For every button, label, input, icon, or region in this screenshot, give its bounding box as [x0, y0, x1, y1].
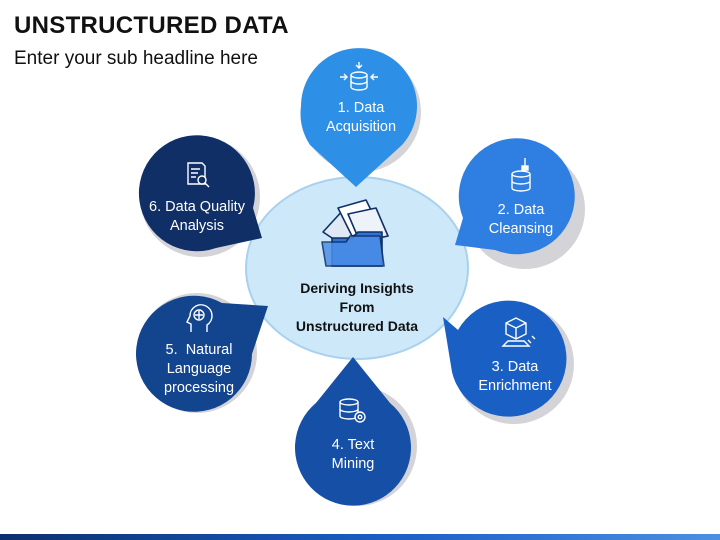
- step-2-label: 2. Data Cleansing: [461, 201, 581, 239]
- step-5-label-line-2: Language: [166, 361, 232, 377]
- step-6-label-line-1: 6. Data Quality: [149, 199, 245, 215]
- bottom-accent-bar: [0, 534, 720, 540]
- step-5-label: 5. Natural Language processing: [139, 341, 259, 398]
- step-2-label-line-1: 2. Data: [497, 202, 545, 218]
- center-label: Deriving Insights From Unstructured Data: [282, 279, 432, 336]
- cube-icon: [501, 317, 536, 347]
- step-5-label-line-1: 5. Natural: [165, 342, 233, 358]
- database-gear-icon: [339, 398, 366, 423]
- database-brush-icon: [511, 158, 531, 192]
- step-3-node[interactable]: [443, 300, 574, 424]
- step-4-label-line-1: 4. Text: [331, 437, 375, 453]
- step-1-label-line-1: 1. Data: [337, 100, 385, 116]
- head-brain-icon: [186, 304, 213, 332]
- center-label-line-2: From: [339, 299, 375, 315]
- folder-documents-icon: [321, 199, 389, 267]
- page-subtitle: Enter your sub headline here: [14, 48, 258, 69]
- database-arrows-icon: [340, 62, 378, 91]
- step-1-label-line-2: Acquisition: [325, 119, 397, 135]
- step-2-label-line-2: Cleansing: [488, 221, 554, 237]
- step-1-node[interactable]: [300, 48, 421, 188]
- step-3-label-line-1: 3. Data: [491, 359, 539, 375]
- step-3-label: 3. Data Enrichment: [455, 358, 575, 396]
- page-title: UNSTRUCTURED DATA: [14, 12, 289, 39]
- step-5-label-line-3: processing: [163, 380, 235, 396]
- center-label-line-3: Unstructured Data: [295, 318, 419, 334]
- step-2-node[interactable]: [455, 138, 585, 269]
- step-3-label-line-2: Enrichment: [478, 378, 552, 394]
- report-magnifier-icon: [187, 162, 210, 188]
- step-4-node[interactable]: [295, 357, 417, 506]
- step-6-label-line-2: Analysis: [170, 218, 224, 234]
- step-6-node[interactable]: [138, 135, 262, 257]
- step-6-label: 6. Data Quality Analysis: [132, 198, 262, 236]
- step-4-label: 4. Text Mining: [293, 436, 413, 474]
- step-1-label: 1. Data Acquisition: [301, 99, 421, 137]
- step-4-label-line-2: Mining: [331, 456, 375, 472]
- step-5-node[interactable]: [136, 293, 268, 413]
- center-label-line-1: Deriving Insights: [300, 280, 414, 296]
